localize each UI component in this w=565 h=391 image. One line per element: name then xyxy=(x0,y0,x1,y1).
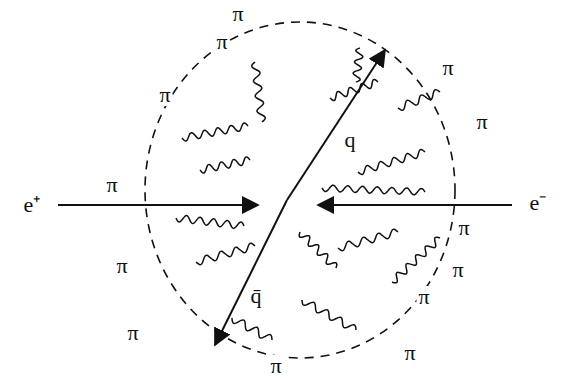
beam-label: e⁻ xyxy=(528,192,549,214)
beam-label: e⁺ xyxy=(22,194,43,216)
pion-label: π xyxy=(450,259,465,281)
gluon-line xyxy=(358,149,425,174)
gluon-line xyxy=(353,48,363,82)
gluon-line xyxy=(182,123,248,141)
quark-label: q̄ xyxy=(249,285,264,307)
gluon-line xyxy=(232,318,272,340)
gluon-line xyxy=(338,229,398,250)
gluon-line xyxy=(176,216,244,229)
quark-label: q xyxy=(343,129,358,151)
positron-beam xyxy=(58,204,258,206)
pion-label: π xyxy=(230,3,245,25)
gluon-line xyxy=(398,90,440,111)
gluon-line xyxy=(302,300,356,330)
pion-label: π xyxy=(214,31,229,53)
gluon-line xyxy=(252,62,266,122)
event-boundary xyxy=(145,22,455,358)
gluon-line xyxy=(322,185,425,195)
pion-label: π xyxy=(402,342,417,364)
gluon-line xyxy=(299,232,337,268)
pion-label: π xyxy=(104,174,119,196)
pion-label: π xyxy=(456,217,471,239)
pion-label: π xyxy=(416,286,431,308)
pion-label: π xyxy=(268,355,283,377)
pion-label: π xyxy=(114,255,129,277)
quark-line xyxy=(287,50,385,200)
gluon-line xyxy=(392,237,440,283)
pion-label: π xyxy=(125,322,140,344)
gluon-group xyxy=(176,48,440,340)
pion-label: π xyxy=(157,84,172,106)
pion-label: π xyxy=(474,111,489,133)
gluon-line xyxy=(200,157,250,173)
gluon-line xyxy=(330,79,378,100)
gluon-line xyxy=(196,243,255,264)
pion-label: π xyxy=(440,57,455,79)
electron-beam xyxy=(318,204,512,206)
